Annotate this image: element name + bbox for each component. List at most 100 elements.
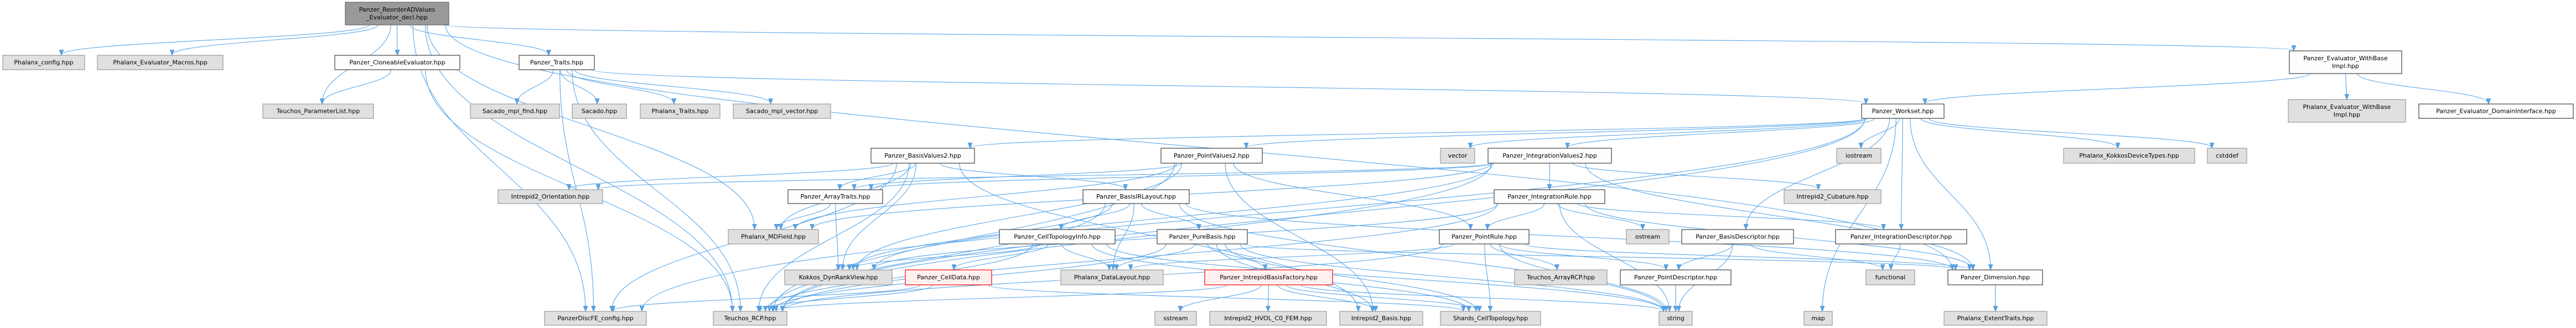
edge-intrule-to-intdesc xyxy=(1577,203,1884,229)
node-label: Sacado.hpp xyxy=(582,108,617,115)
node-main[interactable]: Panzer_ReorderADValues_Evaluator_decl.hp… xyxy=(345,2,449,25)
node-box xyxy=(1784,189,1882,204)
edge-workset-to-basisdesc xyxy=(1746,118,1890,229)
node-box xyxy=(2288,99,2406,123)
node-label: vector xyxy=(1448,152,1468,159)
node-box xyxy=(1620,269,1732,285)
node-label: cstddef xyxy=(2216,152,2239,159)
node-intrepid-basis: Intrepid2_Basis.hpp xyxy=(1339,311,1423,326)
edge-intvalues2-to-dynrankview xyxy=(874,163,1494,269)
edge-workset-to-pointvalues2 xyxy=(1246,118,1865,148)
node-box xyxy=(1514,269,1608,285)
node-box xyxy=(728,229,819,244)
node-intdesc[interactable]: Panzer_IntegrationDescriptor.hpp xyxy=(1835,229,1967,244)
node-box xyxy=(1487,148,1612,164)
node-box xyxy=(1494,189,1605,204)
node-intrule[interactable]: Panzer_IntegrationRule.hpp xyxy=(1494,189,1605,204)
edge-arraytraits-to-dynrankview xyxy=(835,203,838,269)
node-purebasis[interactable]: Panzer_PureBasis.hpp xyxy=(1157,229,1248,244)
node-box xyxy=(2207,148,2247,164)
node-sstream: sstream xyxy=(1154,311,1197,326)
node-label: Intrepid2_Basis.hpp xyxy=(1351,315,1411,322)
node-workset[interactable]: Panzer_Workset.hpp xyxy=(1861,103,1945,119)
node-cubature: Intrepid2_Cubature.hpp xyxy=(1784,189,1882,204)
node-label: Panzer_PureBasis.hpp xyxy=(1169,233,1235,241)
edge-basisdesc-to-functional xyxy=(1749,243,1883,269)
edge-intdesc-to-functional xyxy=(1891,243,1901,269)
edge-intrule-to-ostream xyxy=(1557,203,1642,229)
node-map: map xyxy=(1803,311,1833,326)
node-shards: Shards_CellTopology.hpp xyxy=(1440,311,1541,326)
node-label: Phalanx_config.hpp xyxy=(14,59,73,66)
node-basisfactory[interactable]: Panzer_IntrepidBasisFactory.hpp xyxy=(1204,269,1333,285)
node-box xyxy=(1157,229,1248,244)
node-cloneable[interactable]: Panzer_CloneableEvaluator.hpp xyxy=(334,55,460,70)
node-box xyxy=(1865,269,1915,285)
edge-pointvalues2-to-arraytraits xyxy=(854,163,1182,189)
node-label: _Evaluator_decl.hpp xyxy=(366,14,428,21)
node-label: Shards_CellTopology.hpp xyxy=(1453,315,1528,322)
node-basisdesc[interactable]: Panzer_BasisDescriptor.hpp xyxy=(1681,229,1794,244)
node-domain-iface[interactable]: Panzer_Evaluator_DomainInterface.hpp xyxy=(2418,103,2574,119)
edge-basisirlayout-to-purebasis xyxy=(1141,203,1199,229)
node-label: Panzer_Evaluator_DomainInterface.hpp xyxy=(2436,108,2556,115)
node-pointrule[interactable]: Panzer_PointRule.hpp xyxy=(1439,229,1530,244)
edge-cloneable-to-paramlist xyxy=(322,69,392,103)
node-label: Impl.hpp xyxy=(2334,111,2360,118)
node-box xyxy=(262,103,374,119)
edge-basisfactory-to-string xyxy=(1300,284,1663,311)
edge-celltopoinfo-to-celldata xyxy=(954,243,1049,269)
edge-basisvalues2-to-arraytraits xyxy=(839,163,916,189)
node-box xyxy=(1082,189,1190,204)
node-datalayout: Phalanx_DataLayout.hpp xyxy=(1060,269,1164,285)
node-vector: vector xyxy=(1440,148,1475,164)
edge-basisfactory-to-shards xyxy=(1286,284,1480,311)
node-box xyxy=(1439,229,1530,244)
node-box xyxy=(1947,269,2043,285)
edge-main-to-discfe_config xyxy=(412,24,585,311)
node-label: Panzer_IntrepidBasisFactory.hpp xyxy=(1220,274,1318,281)
node-pointdesc[interactable]: Panzer_PointDescriptor.hpp xyxy=(1620,269,1732,285)
node-iostream: iostream xyxy=(1836,148,1882,164)
node-pointvalues2[interactable]: Panzer_PointValues2.hpp xyxy=(1160,148,1263,164)
edge-basisirlayout-to-dimension xyxy=(1185,203,1952,269)
edge-celldata-to-shards xyxy=(988,284,1464,311)
edge-intvalues2-to-orientation xyxy=(598,163,1492,189)
node-box xyxy=(1835,229,1967,244)
edge-main-to-withbase xyxy=(445,24,2294,50)
node-label: Phalanx_ExtentTraits.hpp xyxy=(1957,315,2034,322)
node-box xyxy=(784,269,893,285)
node-label: Panzer_ReorderADValues xyxy=(359,6,436,13)
edge-traits-to-workset xyxy=(590,69,1866,103)
edge-pointrule-to-pointdesc xyxy=(1499,243,1666,269)
edge-celltopoinfo-to-datalayout xyxy=(1061,243,1109,269)
node-box xyxy=(2418,103,2574,119)
edge-celltopoinfo-to-dynrankview xyxy=(849,243,1040,269)
node-label: string xyxy=(1667,315,1684,322)
node-label: iostream xyxy=(1846,152,1872,159)
node-label: Panzer_CloneableEvaluator.hpp xyxy=(349,59,445,66)
edge-arraytraits-to-mdfield xyxy=(776,203,831,229)
node-box xyxy=(519,55,595,70)
edge-workset-to-intdesc xyxy=(1901,118,1903,229)
node-box xyxy=(2063,148,2195,164)
node-arraytraits[interactable]: Panzer_ArrayTraits.hpp xyxy=(787,189,883,204)
node-label: Panzer_PointDescriptor.hpp xyxy=(1634,274,1717,281)
node-label: Phalanx_Evaluator_WithBase xyxy=(2303,103,2391,111)
edge-pointrule-to-datalayout xyxy=(1131,243,1455,269)
node-intvalues2[interactable]: Panzer_IntegrationValues2.hpp xyxy=(1487,148,1612,164)
node-label: Panzer_PointValues2.hpp xyxy=(1174,152,1250,159)
node-traits[interactable]: Panzer_Traits.hpp xyxy=(519,55,595,70)
node-basisvalues2[interactable]: Panzer_BasisValues2.hpp xyxy=(870,148,975,164)
node-celldata[interactable]: Panzer_CellData.hpp xyxy=(905,269,992,285)
node-label: Kokkos_DynRankView.hpp xyxy=(799,274,878,281)
node-basisirlayout[interactable]: Panzer_BasisIRLayout.hpp xyxy=(1082,189,1190,204)
node-celltopoinfo[interactable]: Panzer_CellTopologyInfo.hpp xyxy=(999,229,1116,244)
node-box xyxy=(470,103,560,119)
node-box xyxy=(1160,148,1263,164)
edge-intvalues2-to-arraytraits xyxy=(871,163,1493,189)
node-dimension[interactable]: Panzer_Dimension.hpp xyxy=(1947,269,2043,285)
